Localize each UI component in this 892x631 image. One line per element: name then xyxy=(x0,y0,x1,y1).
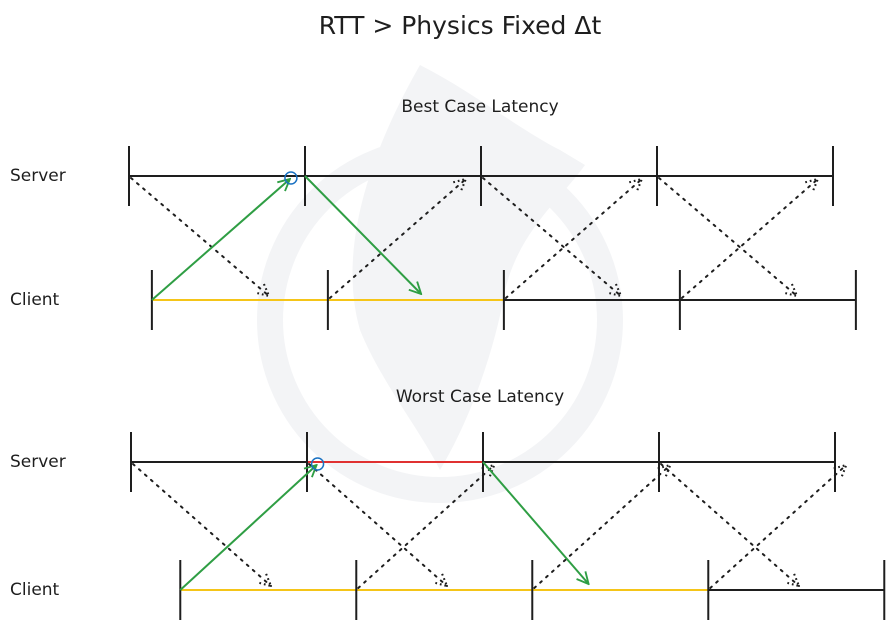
response-arrow xyxy=(304,175,421,294)
client-label: Client xyxy=(10,290,60,310)
input-arrival-marker xyxy=(284,171,298,185)
panel-heading: Best Case Latency xyxy=(401,97,558,117)
dotted-input-arrow xyxy=(328,179,466,299)
input-arrow xyxy=(179,465,316,591)
dotted-input-arrow xyxy=(680,179,818,299)
response-arrow xyxy=(482,461,589,584)
dotted-state-arrow xyxy=(658,177,797,296)
client-label: Client xyxy=(10,580,60,600)
watermark-logo xyxy=(257,65,623,503)
dotted-input-arrow xyxy=(357,465,494,589)
input-arrival-marker xyxy=(310,457,325,471)
dotted-state-arrow xyxy=(308,463,447,586)
dotted-input-arrow xyxy=(533,465,670,589)
dotted-state-arrow xyxy=(130,177,269,296)
server-label: Server xyxy=(10,452,66,472)
dotted-input-arrow xyxy=(709,465,846,589)
dotted-input-arrow xyxy=(504,179,642,299)
dotted-state-arrow xyxy=(482,177,621,296)
input-arrow xyxy=(151,179,290,301)
dotted-state-arrow xyxy=(132,463,271,586)
server-label: Server xyxy=(10,166,66,186)
dotted-state-arrow xyxy=(660,463,799,586)
panel-heading: Worst Case Latency xyxy=(396,387,564,407)
diagram-title: RTT > Physics Fixed Δt xyxy=(319,11,602,40)
